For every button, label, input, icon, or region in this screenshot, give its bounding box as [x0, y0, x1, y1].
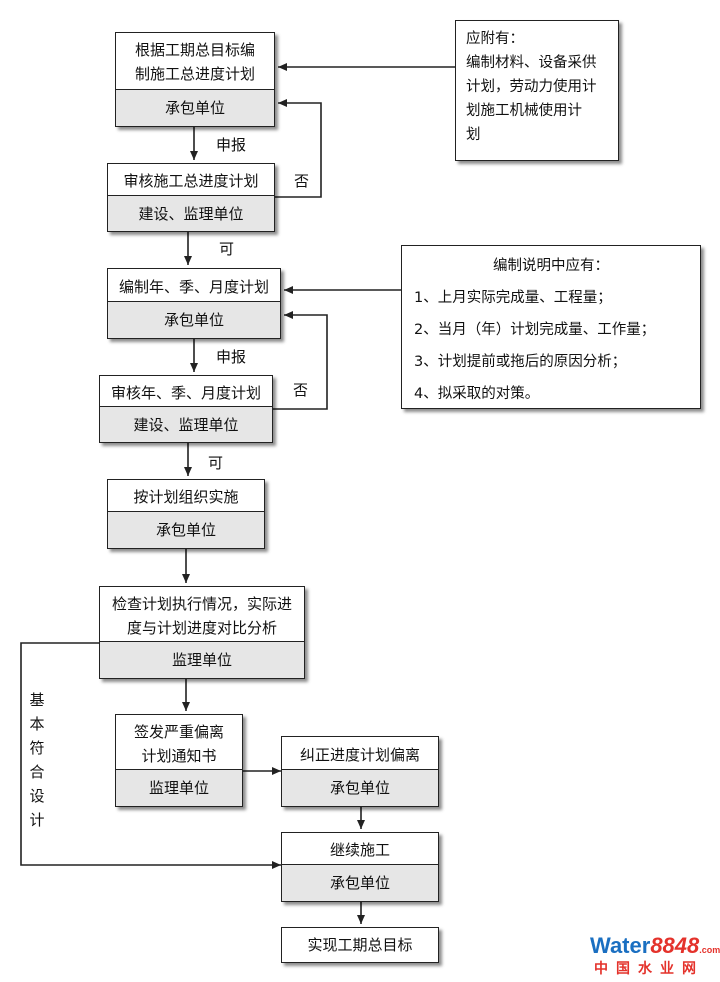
step-party: 监理单位 — [116, 769, 242, 806]
note-title: 编制说明中应有： — [493, 258, 609, 274]
step-action: 编制年、季、月度计划 — [118, 277, 269, 296]
watermark-logo-main: Water — [590, 933, 651, 958]
step-compile-master-schedule: 根据工期总目标编 制施工总进度计划 承包单位 — [115, 32, 275, 127]
watermark-subtitle: 中国水业网 — [594, 961, 704, 977]
note-explanation: 编制说明中应有： 1、上月实际完成量、工程量； 2、当月（年）计划完成量、工作量… — [401, 245, 701, 409]
note-line: 编制材料、设备采供 — [466, 55, 597, 71]
step-review-master-schedule: 审核施工总进度计划 建设、监理单位 — [107, 163, 275, 232]
note-line: 划 — [466, 127, 481, 143]
edge-label-reject-1: 否 — [294, 172, 310, 190]
step-compile-periodic-plans: 编制年、季、月度计划 承包单位 — [107, 268, 281, 339]
edge-label-char: 本 — [29, 715, 45, 733]
step-action: 检查计划执行情况，实际进 度与计划进度对比分析 — [100, 587, 304, 644]
step-party: 承包单位 — [108, 301, 280, 338]
step-action: 根据工期总目标编 制施工总进度计划 — [116, 33, 274, 91]
step-action: 按计划组织实施 — [133, 488, 239, 506]
step-issue-deviation-notice: 签发严重偏离 计划通知书 监理单位 — [115, 714, 243, 807]
note-item: 1、上月实际完成量、工程量； — [414, 290, 612, 306]
step-party: 监理单位 — [100, 641, 304, 678]
arrow-s6-s9-conform — [20, 642, 281, 869]
arrow-s4-reject — [273, 311, 328, 410]
edge-label-approve-1: 可 — [219, 240, 235, 258]
step-party: 承包单位 — [282, 769, 438, 806]
edge-label-basic-conform: 基 本 符 合 设 计 — [28, 688, 46, 832]
edge-label-char: 设 — [29, 787, 45, 805]
step-party: 建设、监理单位 — [100, 406, 272, 442]
edge-label-report-2: 申报 — [216, 348, 247, 366]
step-action-line: 检查计划执行情况，实际进 — [111, 594, 292, 613]
step-action: 继续施工 — [329, 841, 390, 859]
step-party: 建设、监理单位 — [108, 195, 274, 231]
watermark-logo-num: 8848 — [650, 933, 700, 958]
note-item: 2、当月（年）计划完成量、工作量； — [414, 322, 656, 338]
step-action: 签发严重偏离 计划通知书 — [116, 715, 242, 772]
step-implement-plan: 按计划组织实施 承包单位 — [107, 479, 265, 549]
step-action-line: 计划通知书 — [141, 746, 217, 765]
step-action-line: 度与计划进度对比分析 — [126, 618, 277, 637]
step-action-line: 根据工期总目标编 — [134, 41, 255, 59]
edge-label-reject-2: 否 — [293, 381, 309, 399]
step-action-line: 制施工总进度计划 — [134, 65, 255, 83]
step-party: 承包单位 — [116, 89, 274, 126]
edge-label-approve-2: 可 — [208, 454, 224, 472]
step-correct-deviation: 纠正进度计划偏离 承包单位 — [281, 736, 439, 807]
note-line: 计划，劳动力使用计 — [466, 79, 597, 95]
step-action: 实现工期总目标 — [307, 936, 413, 954]
step-action-line: 签发严重偏离 — [133, 722, 224, 741]
edge-label-report-1: 申报 — [216, 136, 247, 154]
step-continue-construction: 继续施工 承包单位 — [281, 832, 439, 902]
note-line: 应附有： — [466, 31, 524, 47]
note-item: 3、计划提前或拖后的原因分析； — [414, 354, 627, 370]
edge-label-char: 合 — [29, 763, 45, 781]
edge-label-char: 基 — [29, 691, 45, 709]
watermark-logo: Water8848.com — [590, 933, 720, 959]
step-action: 纠正进度计划偏离 — [299, 745, 420, 764]
note-line: 划施工机械使用计 — [466, 103, 582, 119]
note-attachments: 应附有： 编制材料、设备采供 计划，劳动力使用计 划施工机械使用计 划 — [455, 20, 619, 161]
step-inspect-progress: 检查计划执行情况，实际进 度与计划进度对比分析 监理单位 — [99, 586, 305, 679]
note-item: 4、拟采取的对策。 — [414, 386, 540, 402]
edge-label-char: 计 — [29, 811, 45, 829]
step-party: 承包单位 — [282, 864, 438, 901]
step-review-periodic-plans: 审核年、季、月度计划 建设、监理单位 — [99, 375, 273, 443]
step-action: 审核施工总进度计划 — [123, 172, 259, 190]
arrow-s2-reject — [275, 99, 322, 198]
step-action: 审核年、季、月度计划 — [110, 383, 261, 402]
watermark-logo-suffix: .com — [699, 945, 720, 955]
edge-label-char: 符 — [29, 739, 45, 757]
step-party: 承包单位 — [108, 511, 264, 548]
step-achieve-target: 实现工期总目标 — [281, 927, 439, 963]
